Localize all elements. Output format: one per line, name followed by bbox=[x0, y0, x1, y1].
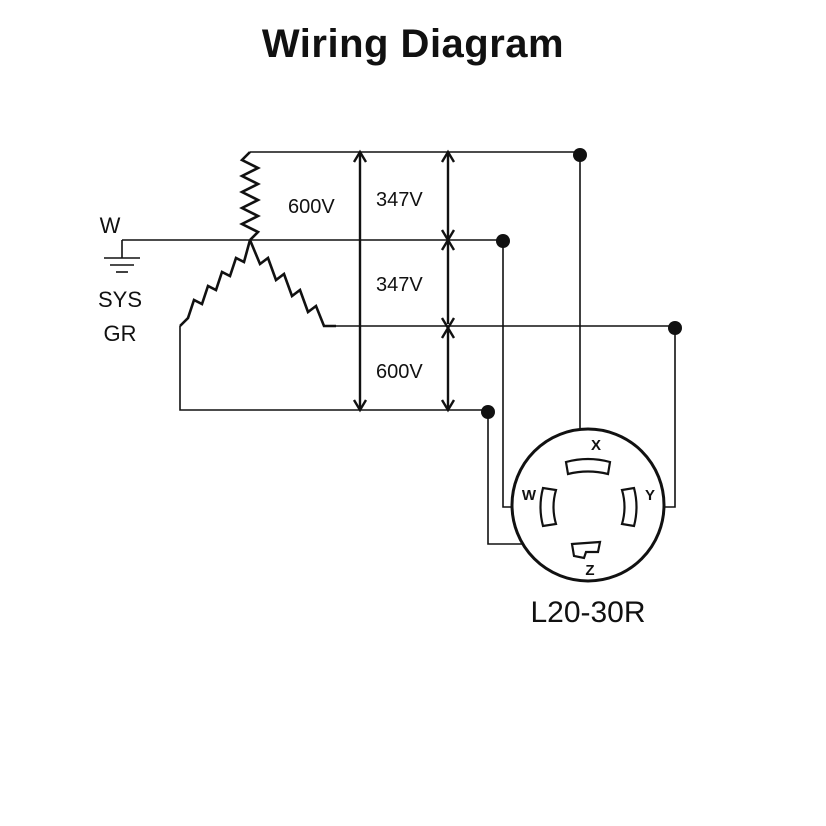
w-label: W bbox=[100, 213, 121, 238]
diagram-title: Wiring Diagram bbox=[261, 22, 565, 66]
coil-left bbox=[179, 239, 252, 327]
terminal-x-label: X bbox=[591, 437, 601, 454]
arrowhead bbox=[352, 149, 368, 163]
voltage-label-600v-bottom: 600V bbox=[376, 361, 423, 383]
terminal-z-label: Z bbox=[585, 562, 594, 579]
phase-z-wire bbox=[179, 326, 488, 411]
terminal-y-label: Y bbox=[645, 487, 655, 504]
arrowhead bbox=[352, 399, 368, 413]
receptacle-face bbox=[510, 427, 666, 583]
arrowhead bbox=[440, 149, 456, 163]
coil-right bbox=[248, 239, 336, 328]
sys-label: SYS bbox=[98, 287, 142, 312]
voltage-label-347v-top: 347V bbox=[376, 189, 423, 211]
voltage-label-600v-phase: 600V bbox=[288, 196, 335, 218]
slot-w bbox=[539, 486, 558, 528]
slot-x bbox=[564, 457, 612, 476]
gr-label: GR bbox=[104, 321, 137, 346]
coil-top bbox=[239, 151, 261, 241]
voltage-label-347v-mid: 347V bbox=[376, 274, 423, 296]
receptacle-label: L20-30R bbox=[530, 596, 645, 629]
arrowhead bbox=[440, 237, 456, 251]
slot-ground bbox=[570, 540, 602, 560]
slot-y bbox=[620, 486, 638, 528]
arrowhead bbox=[440, 399, 456, 413]
arrowhead bbox=[440, 325, 456, 339]
terminal-w-label: W bbox=[522, 487, 537, 504]
